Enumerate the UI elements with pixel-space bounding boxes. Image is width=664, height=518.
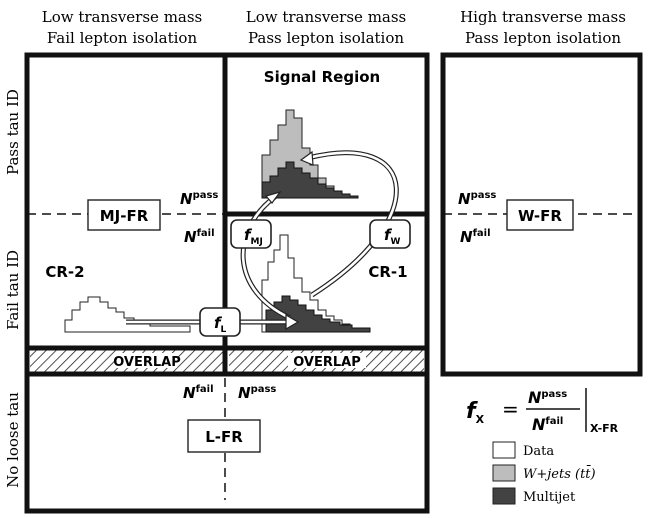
column-header-3-line1: High transverse mass (460, 8, 626, 26)
fw-arrowhead (299, 150, 314, 166)
formula-equals: = (502, 397, 519, 421)
w-npass: Npass (458, 190, 496, 208)
wfr-box (506, 199, 574, 231)
legend-swatch-wjets (492, 464, 516, 482)
formula-fx: fX (466, 399, 485, 426)
w-nfail: Nfail (460, 228, 491, 246)
fmj-box (230, 219, 272, 249)
fl-box (199, 307, 241, 337)
fw-label: fW (384, 226, 401, 247)
formula-numerator: Npass (528, 388, 567, 407)
wfr-label: W-FR (518, 207, 562, 225)
column-header-2-line1: Low transverse mass (246, 8, 407, 26)
fmj-label: fMJ (244, 226, 263, 247)
cr1-label: CR-1 (368, 263, 407, 281)
fl-arrowhead (285, 313, 300, 331)
cr2-label: CR-2 (45, 263, 84, 281)
column-header-1-line2: Fail lepton isolation (47, 29, 198, 47)
signal-region-title: Signal Region (264, 68, 380, 86)
fl-label: fL (214, 314, 227, 335)
legend-swatch-data (492, 441, 516, 459)
fw-box (369, 219, 411, 249)
formula-subscript: X-FR (590, 422, 619, 435)
overlap-right-label: OVERLAP (293, 355, 361, 370)
mjfr-box (87, 199, 161, 231)
lfr-label: L-FR (205, 428, 243, 446)
l-nfail: Nfail (183, 384, 214, 402)
signal-multijet-histogram (261, 161, 359, 199)
legend-label-multijet: Multijet (523, 490, 576, 505)
mjfr-label: MJ-FR (100, 207, 149, 225)
l-npass: Npass (238, 384, 276, 402)
mj-nfail: Nfail (184, 228, 215, 246)
legend-swatch-multijet (492, 487, 516, 505)
row-label-pass-tau: Pass tau ID (4, 89, 22, 175)
formula-denominator: Nfail (532, 415, 563, 434)
legend: Data W+jets (tt̄) Multijet (492, 441, 596, 505)
overlap-left-label: OVERLAP (113, 355, 181, 370)
lfr-box (187, 419, 261, 453)
column-header-3-line2: Pass lepton isolation (465, 29, 621, 47)
column-header-2-line2: Pass lepton isolation (248, 29, 404, 47)
row-label-fail-tau: Fail tau ID (4, 250, 22, 330)
overlap-left-label-bg (117, 353, 177, 368)
mj-npass: Npass (180, 190, 218, 208)
fmj-arrowhead (264, 190, 282, 204)
row-label-no-loose: No loose tau (4, 392, 22, 488)
fmj-arrow-inner (241, 194, 291, 320)
cr2-data-histogram (64, 296, 191, 333)
overlap-right-label-bg (288, 353, 366, 368)
column-header-1-line1: Low transverse mass (42, 8, 203, 26)
legend-label-wjets: W+jets (tt̄) (523, 465, 596, 482)
legend-label-data: Data (523, 444, 554, 459)
fw-arrow-inner (307, 151, 398, 297)
